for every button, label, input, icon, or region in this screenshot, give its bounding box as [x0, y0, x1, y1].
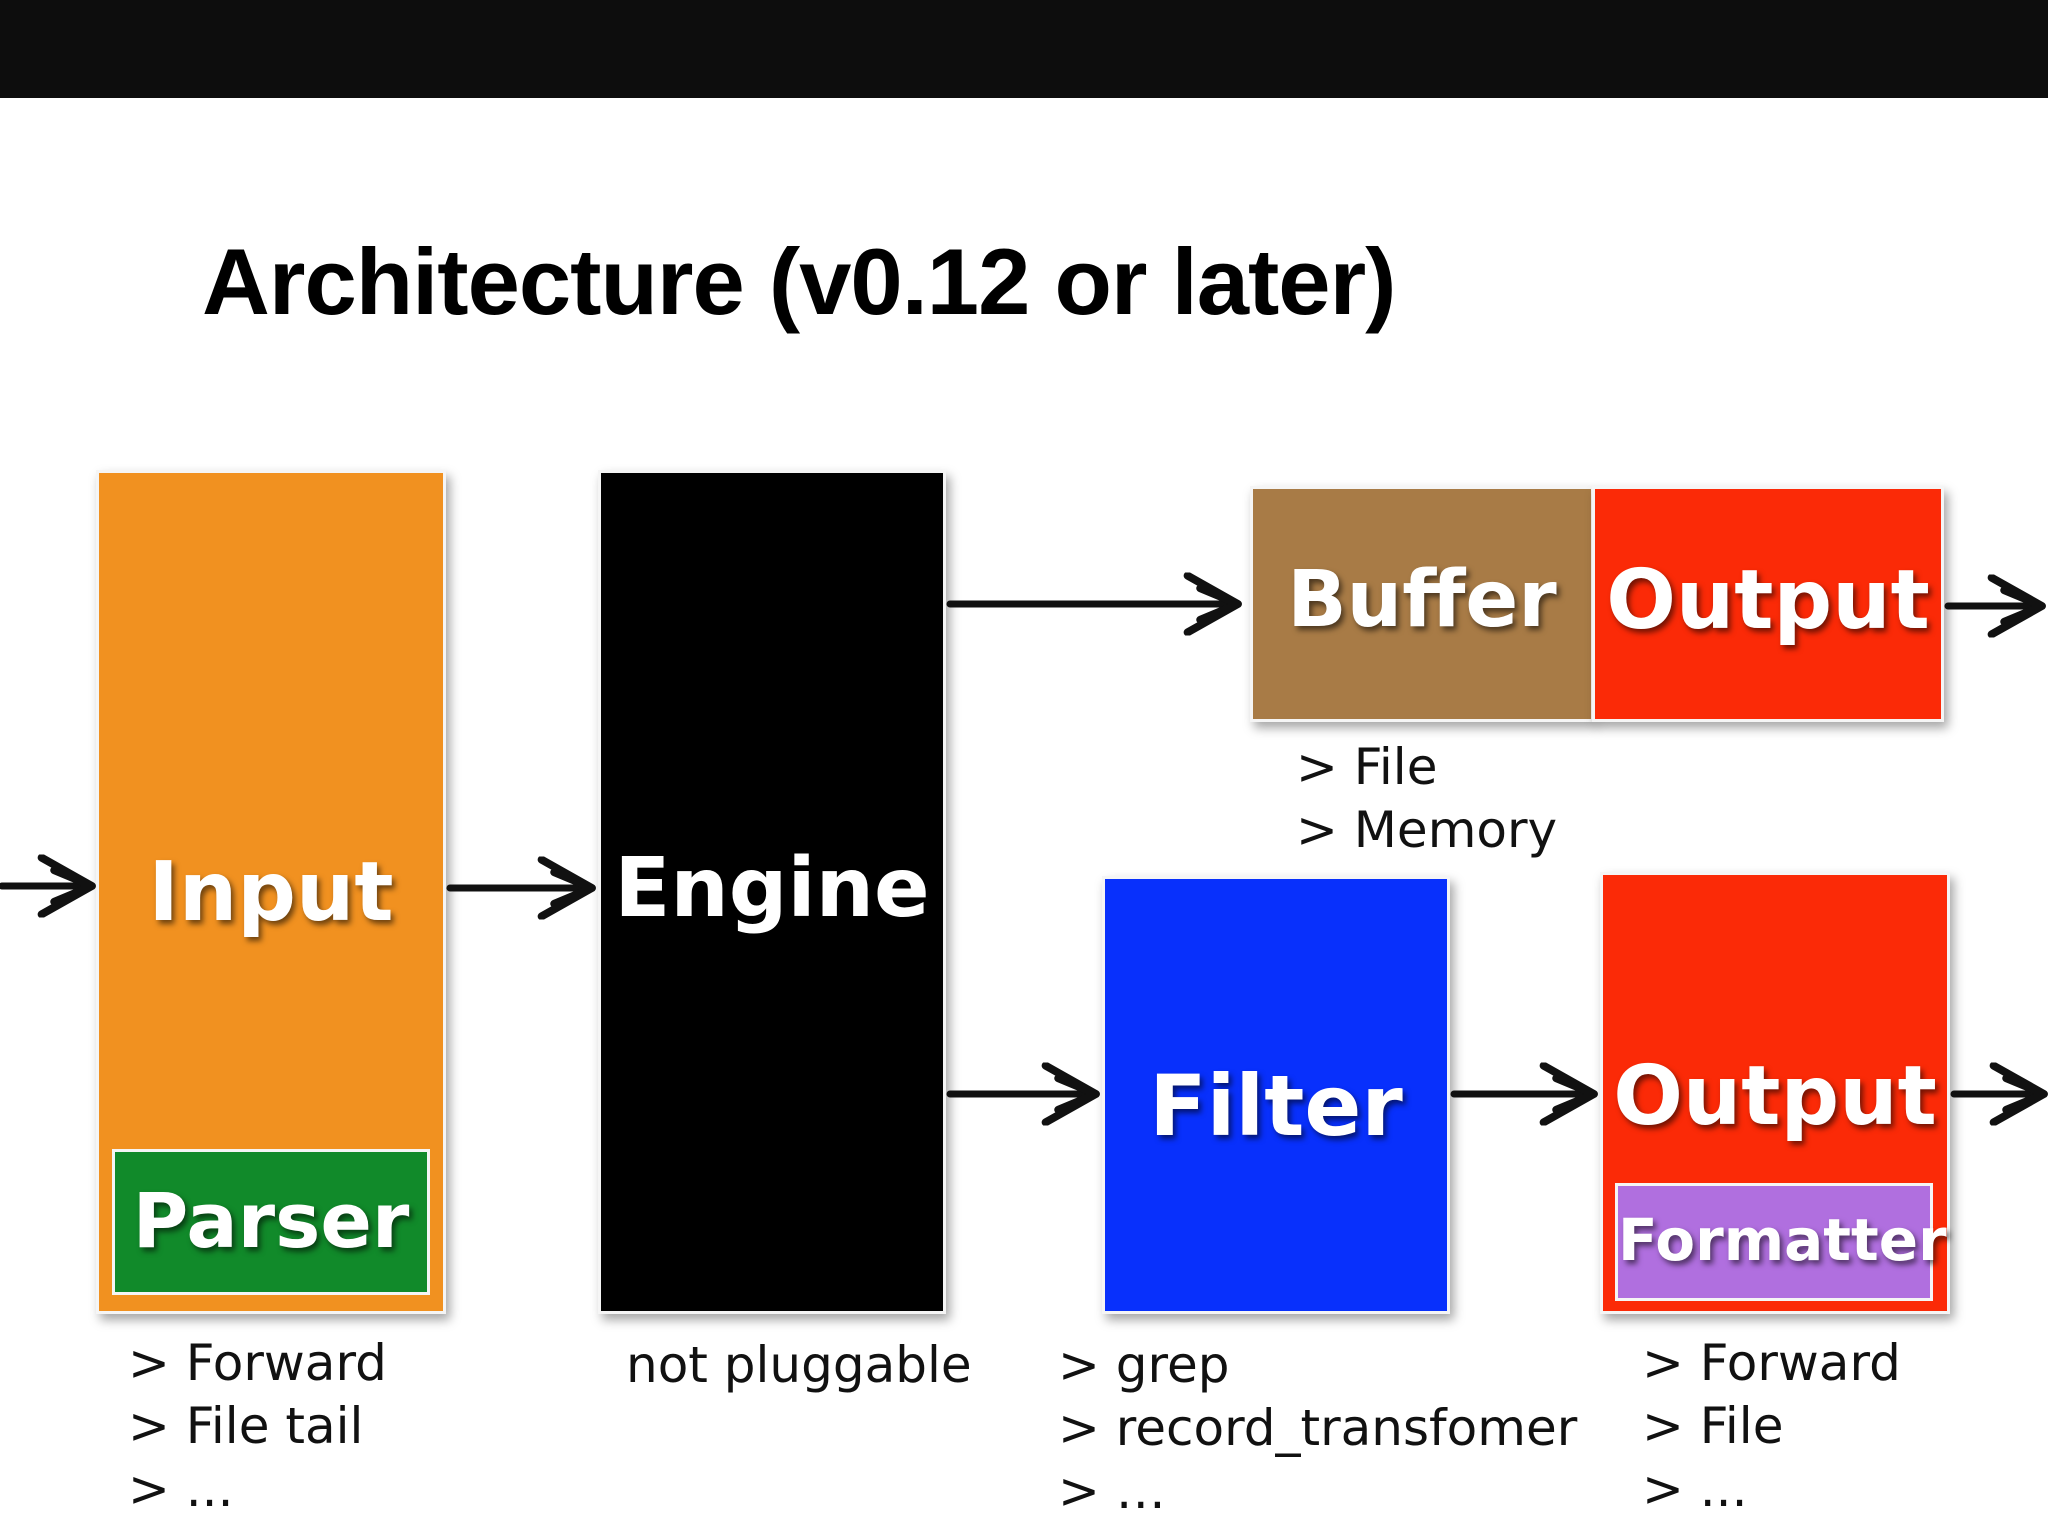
input-notes: > Forward > File tail > ...: [128, 1332, 387, 1521]
engine-box: Engine: [598, 470, 946, 1314]
parser-label: Parser: [132, 1176, 410, 1265]
engine-notes: not pluggable: [626, 1334, 972, 1397]
filter-box: Filter: [1102, 876, 1450, 1314]
slide-title: Architecture (v0.12 or later): [202, 229, 1396, 334]
list-item: > File: [1642, 1397, 1784, 1455]
buffer-notes: > File > Memory: [1296, 736, 1557, 862]
input-label: Input: [148, 845, 394, 940]
top-black-bar: [0, 0, 2048, 98]
output-bottom-label: Output: [1613, 1049, 1937, 1144]
list-item: > grep: [1058, 1336, 1230, 1394]
formatter-box: Formatter: [1615, 1183, 1947, 1301]
output-bottom-box: Output Formatter: [1600, 872, 1950, 1314]
list-item: > ...: [1642, 1460, 1748, 1518]
filter-notes: > grep > record_transfomer > …: [1058, 1334, 1577, 1523]
list-item: > Forward: [128, 1334, 387, 1392]
list-item: > ...: [128, 1460, 234, 1518]
output-notes: > Forward > File > ...: [1642, 1332, 1901, 1521]
list-item: not pluggable: [626, 1336, 972, 1394]
buffer-label: Buffer: [1287, 555, 1557, 645]
list-item: > record_transfomer: [1058, 1399, 1578, 1457]
buffer-box: Buffer: [1250, 486, 1594, 722]
list-item: > Memory: [1296, 801, 1558, 859]
engine-label: Engine: [614, 841, 930, 936]
output-top-box: Output: [1592, 486, 1944, 722]
filter-label: Filter: [1149, 1057, 1403, 1155]
list-item: > …: [1058, 1462, 1166, 1520]
formatter-label: Formatter: [1618, 1206, 1947, 1274]
list-item: > Forward: [1642, 1334, 1901, 1392]
list-item: > File: [1296, 738, 1438, 796]
list-item: > File tail: [128, 1397, 364, 1455]
output-top-label: Output: [1606, 553, 1930, 648]
input-box: Input Parser: [96, 470, 446, 1314]
parser-box: Parser: [112, 1149, 430, 1295]
